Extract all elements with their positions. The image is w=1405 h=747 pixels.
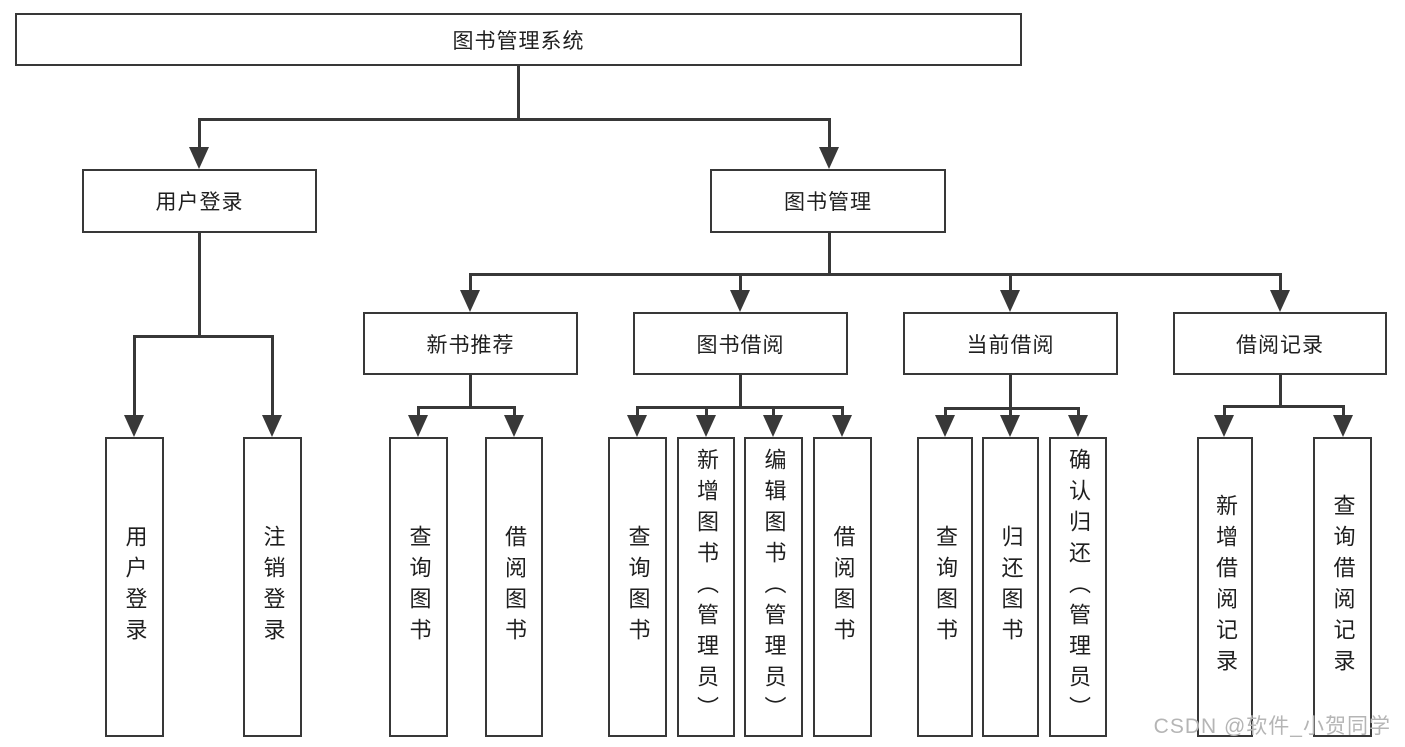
node-leaf-query-book-2: 查询图书	[608, 437, 667, 737]
connector-stub-current-borrowing	[1008, 375, 1012, 410]
node-book-borrowing: 图书借阅	[633, 312, 848, 375]
node-label-leaf-add-book: 新增图书（管理员）	[694, 447, 719, 727]
arrow-down-icon-book-management-1	[730, 290, 750, 312]
node-label-leaf-confirm-return: 确认归还（管理员）	[1066, 447, 1091, 727]
node-book-management: 图书管理	[710, 169, 946, 233]
connector-drop-book-management-0	[468, 274, 472, 291]
node-label-book-borrowing: 图书借阅	[696, 333, 785, 357]
arrow-down-icon-book-borrowing-0	[627, 415, 647, 437]
arrow-down-icon-root-0	[189, 147, 209, 169]
node-label-leaf-borrow-book-1: 借阅图书	[502, 525, 527, 649]
connector-drop-book-management-1	[738, 274, 742, 291]
arrow-down-icon-current-borrowing-1	[1000, 415, 1020, 437]
connector-drop-new-book-recommend-1	[512, 407, 516, 416]
node-label-leaf-query-borrow-record: 查询借阅记录	[1330, 494, 1356, 680]
arrow-down-icon-book-management-2	[1000, 290, 1020, 312]
arrow-down-icon-root-1	[819, 147, 839, 169]
node-leaf-query-borrow-record: 查询借阅记录	[1313, 437, 1372, 737]
node-label-current-borrowing: 当前借阅	[966, 333, 1055, 357]
arrow-down-icon-user-login-1	[262, 415, 282, 437]
node-label-leaf-user-login: 用户登录	[122, 525, 148, 649]
connector-stub-book-management	[827, 233, 831, 276]
node-label-leaf-borrow-book-2: 借阅图书	[830, 525, 856, 649]
node-leaf-logout: 注销登录	[243, 437, 302, 737]
connector-drop-current-borrowing-2	[1076, 408, 1080, 416]
node-leaf-borrow-book-2: 借阅图书	[813, 437, 872, 737]
node-label-leaf-logout: 注销登录	[260, 525, 286, 649]
arrow-down-icon-borrowing-records-1	[1333, 415, 1353, 437]
connector-drop-current-borrowing-0	[943, 408, 947, 416]
node-leaf-query-book-1: 查询图书	[389, 437, 448, 737]
connector-bus-root	[197, 117, 831, 121]
connector-bus-borrowing-records	[1222, 404, 1345, 408]
connector-drop-current-borrowing-1	[1008, 408, 1012, 416]
node-label-new-book-recommend: 新书推荐	[426, 333, 515, 357]
node-leaf-return-book: 归还图书	[982, 437, 1039, 737]
connector-drop-book-borrowing-1	[704, 407, 708, 416]
connector-stub-root	[516, 66, 520, 121]
node-label-user-login: 用户登录	[155, 191, 244, 214]
arrow-down-icon-new-book-recommend-0	[408, 415, 428, 437]
arrow-down-icon-borrowing-records-0	[1214, 415, 1234, 437]
node-label-leaf-add-borrow-record: 新增借阅记录	[1213, 494, 1238, 680]
connector-drop-user-login-0	[132, 336, 136, 416]
node-label-leaf-edit-book: 编辑图书（管理员）	[761, 447, 787, 727]
connector-drop-user-login-1	[270, 336, 274, 416]
connector-drop-borrowing-records-1	[1341, 406, 1345, 416]
arrow-down-icon-book-borrowing-2	[763, 415, 783, 437]
arrow-down-icon-book-management-3	[1270, 290, 1290, 312]
connector-bus-book-management	[468, 272, 1282, 276]
arrow-down-icon-current-borrowing-0	[935, 415, 955, 437]
connector-stub-user-login	[197, 233, 201, 338]
node-label-leaf-return-book: 归还图书	[998, 525, 1024, 649]
connector-drop-book-borrowing-2	[771, 407, 775, 416]
arrow-down-icon-book-borrowing-3	[832, 415, 852, 437]
connector-drop-root-1	[827, 119, 831, 148]
node-leaf-add-borrow-record: 新增借阅记录	[1197, 437, 1253, 737]
node-label-leaf-query-book-2: 查询图书	[625, 525, 651, 649]
connector-drop-book-borrowing-3	[840, 407, 844, 416]
node-label-borrowing-records: 借阅记录	[1236, 333, 1324, 357]
arrow-down-icon-new-book-recommend-1	[504, 415, 524, 437]
node-label-root: 图书管理系统	[452, 29, 585, 53]
node-leaf-borrow-book-1: 借阅图书	[485, 437, 543, 737]
node-leaf-confirm-return: 确认归还（管理员）	[1049, 437, 1107, 737]
connector-stub-book-borrowing	[738, 375, 742, 409]
arrow-down-icon-book-borrowing-1	[696, 415, 716, 437]
csdn-watermark: CSDN @软件_小贺同学	[1153, 715, 1391, 738]
connector-bus-book-borrowing	[635, 405, 844, 409]
node-label-book-management: 图书管理	[784, 191, 872, 214]
node-leaf-edit-book: 编辑图书（管理员）	[744, 437, 803, 737]
arrow-down-icon-book-management-0	[460, 290, 480, 312]
connector-drop-root-0	[197, 119, 201, 148]
node-current-borrowing: 当前借阅	[903, 312, 1118, 375]
node-user-login: 用户登录	[82, 169, 317, 233]
connector-bus-user-login	[132, 334, 274, 338]
arrow-down-icon-user-login-0	[124, 415, 144, 437]
node-leaf-query-book-3: 查询图书	[917, 437, 973, 737]
node-label-leaf-query-book-1: 查询图书	[406, 525, 432, 649]
node-leaf-add-book: 新增图书（管理员）	[677, 437, 735, 737]
node-label-leaf-query-book-3: 查询图书	[933, 525, 958, 649]
connector-drop-new-book-recommend-0	[416, 407, 420, 416]
node-new-book-recommend: 新书推荐	[363, 312, 578, 375]
node-root: 图书管理系统	[15, 13, 1022, 66]
connector-stub-new-book-recommend	[468, 375, 472, 409]
connector-drop-book-management-2	[1008, 274, 1012, 291]
node-borrowing-records: 借阅记录	[1173, 312, 1387, 375]
connector-bus-new-book-recommend	[416, 405, 516, 409]
connector-drop-borrowing-records-0	[1222, 406, 1226, 416]
connector-drop-book-borrowing-0	[635, 407, 639, 416]
connector-stub-borrowing-records	[1278, 375, 1282, 408]
connector-drop-book-management-3	[1278, 274, 1282, 291]
node-leaf-user-login: 用户登录	[105, 437, 164, 737]
arrow-down-icon-current-borrowing-2	[1068, 415, 1088, 437]
connector-bus-current-borrowing	[943, 406, 1080, 410]
